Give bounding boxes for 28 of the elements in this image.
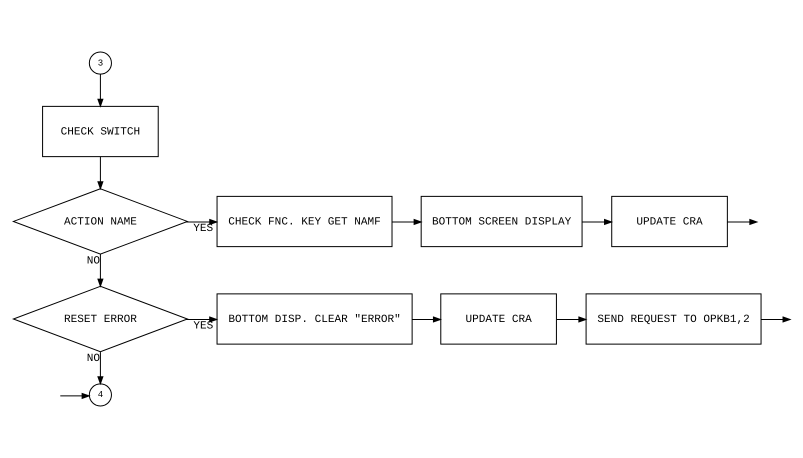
- arrow: [392, 218, 422, 226]
- node-box: BOTTOM DISP. CLEAR "ERROR": [216, 293, 412, 345]
- arrow: [96, 254, 104, 288]
- arrow: [726, 218, 758, 226]
- node-box: UPDATE CRA: [440, 293, 556, 345]
- arrow: [556, 316, 587, 323]
- node-box: UPDATE CRA: [610, 196, 728, 248]
- arrow: [96, 157, 104, 190]
- node-circle: 4: [88, 383, 112, 406]
- edge-label: YES: [192, 320, 213, 332]
- node-diamond: ACTION NAME: [12, 188, 188, 255]
- node-box: CHECK SWITCH: [42, 106, 158, 158]
- arrow: [96, 352, 104, 386]
- arrow: [96, 74, 104, 108]
- edge-label: NO: [86, 353, 100, 366]
- node-box: SEND REQUEST TO OPKB1,2: [585, 293, 762, 345]
- node-box: CHECK FNC. KEY GET NAMF: [216, 196, 392, 248]
- arrow: [186, 218, 218, 226]
- arrow: [760, 316, 792, 323]
- arrow: [582, 218, 613, 226]
- arrow: [412, 316, 442, 323]
- edge-label: NO: [86, 255, 100, 268]
- node-diamond: RESET ERROR: [12, 286, 188, 352]
- arrow: [186, 316, 218, 323]
- node-circle: 3: [88, 52, 112, 75]
- node-box: BOTTOM SCREEN DISPLAY: [420, 196, 582, 248]
- edge-label: YES: [192, 222, 213, 235]
- arrow: [60, 392, 90, 400]
